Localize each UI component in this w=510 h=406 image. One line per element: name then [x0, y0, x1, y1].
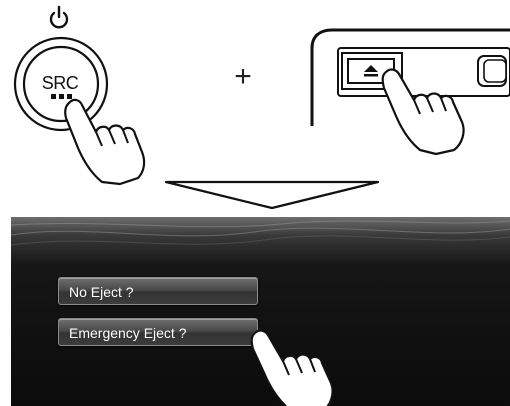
down-arrow-icon: [164, 180, 380, 210]
hand-pointer-icon: [62, 96, 154, 186]
power-icon: [48, 4, 70, 30]
no-eject-button[interactable]: No Eject ?: [58, 277, 258, 305]
src-button-label: SRC: [38, 73, 82, 94]
display-screen: No Eject ? Emergency Eject ?: [11, 217, 510, 406]
screen-texture: [11, 217, 510, 267]
plus-sign: +: [228, 60, 258, 94]
emergency-eject-button[interactable]: Emergency Eject ?: [58, 318, 258, 346]
hand-pointer-icon: [247, 327, 343, 406]
hand-pointer-icon: [380, 66, 476, 156]
